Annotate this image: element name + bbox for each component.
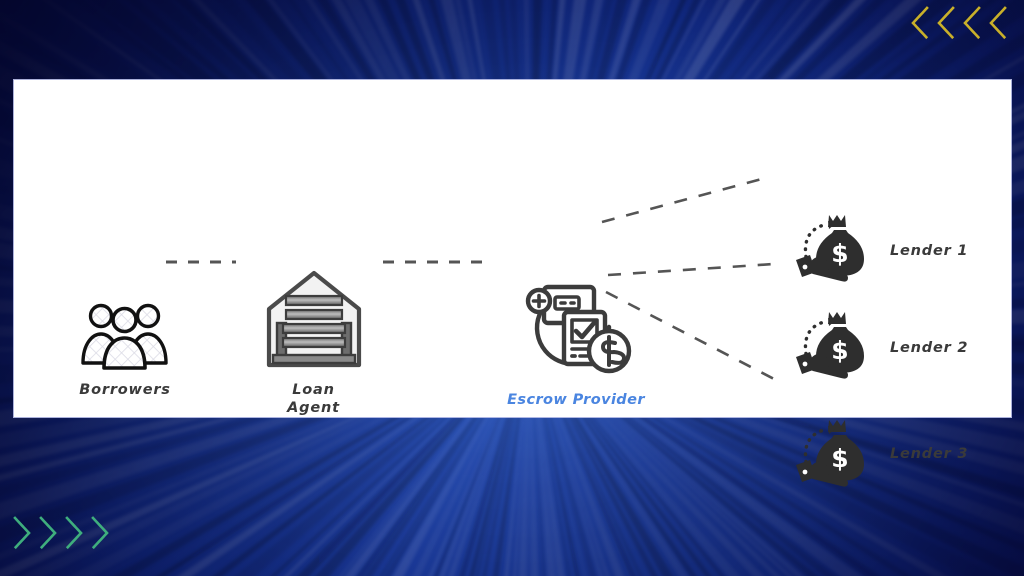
lender-label: Lender 3 <box>890 445 969 462</box>
chevron-right-icon <box>91 516 109 550</box>
lender-icon-wrap: $ <box>784 302 872 393</box>
connector-escrow-lender2 <box>607 262 775 277</box>
hand-money-bag-icon: $ <box>796 215 864 282</box>
hand-money-bag-icon: $ <box>796 312 864 379</box>
node-label-borrowers: Borrowers <box>79 382 171 398</box>
svg-text:$: $ <box>831 239 848 268</box>
diagram-node-loan-agent[interactable]: Loan Agent <box>246 265 381 417</box>
lender-label: Lender 2 <box>890 339 969 356</box>
diagram-node-lender-1[interactable]: $ Lender 1 <box>784 205 968 296</box>
chevron-right-decoration <box>10 514 112 552</box>
chevron-right-icon <box>13 516 31 550</box>
chevron-left-icon <box>963 6 981 40</box>
svg-text:$: $ <box>831 336 848 365</box>
chevron-left-icon <box>911 6 929 40</box>
chevron-left-decoration <box>908 4 1010 42</box>
people-group-icon <box>81 303 168 370</box>
lender-label: Lender 1 <box>890 242 969 259</box>
svg-text:$: $ <box>831 444 848 473</box>
chevron-left-icon <box>989 6 1007 40</box>
escrow-documents-dollar-icon <box>525 284 632 374</box>
node-label-escrow-provider: Escrow Provider <box>507 392 645 408</box>
hand-money-bag-icon: $ <box>796 420 864 487</box>
connector-escrow-lender1 <box>601 175 770 224</box>
lender-icon-wrap: $ <box>784 205 872 296</box>
diagram-node-escrow-provider[interactable]: Escrow Provider <box>476 275 676 409</box>
chevron-right-icon <box>39 516 57 550</box>
bank-building-icon <box>266 270 361 368</box>
lender-icon-wrap: $ <box>784 410 872 497</box>
node-label-loan-agent: Loan Agent <box>287 382 340 417</box>
chevron-right-icon <box>65 516 83 550</box>
diagram-node-lender-2[interactable]: $ Lender 2 <box>784 302 968 393</box>
chevron-left-icon <box>937 6 955 40</box>
diagram-node-borrowers[interactable]: Borrowers <box>60 295 190 399</box>
diagram-card: Borrowers <box>14 80 1011 487</box>
diagram-node-lender-3[interactable]: $ Lender 3 <box>784 410 968 497</box>
